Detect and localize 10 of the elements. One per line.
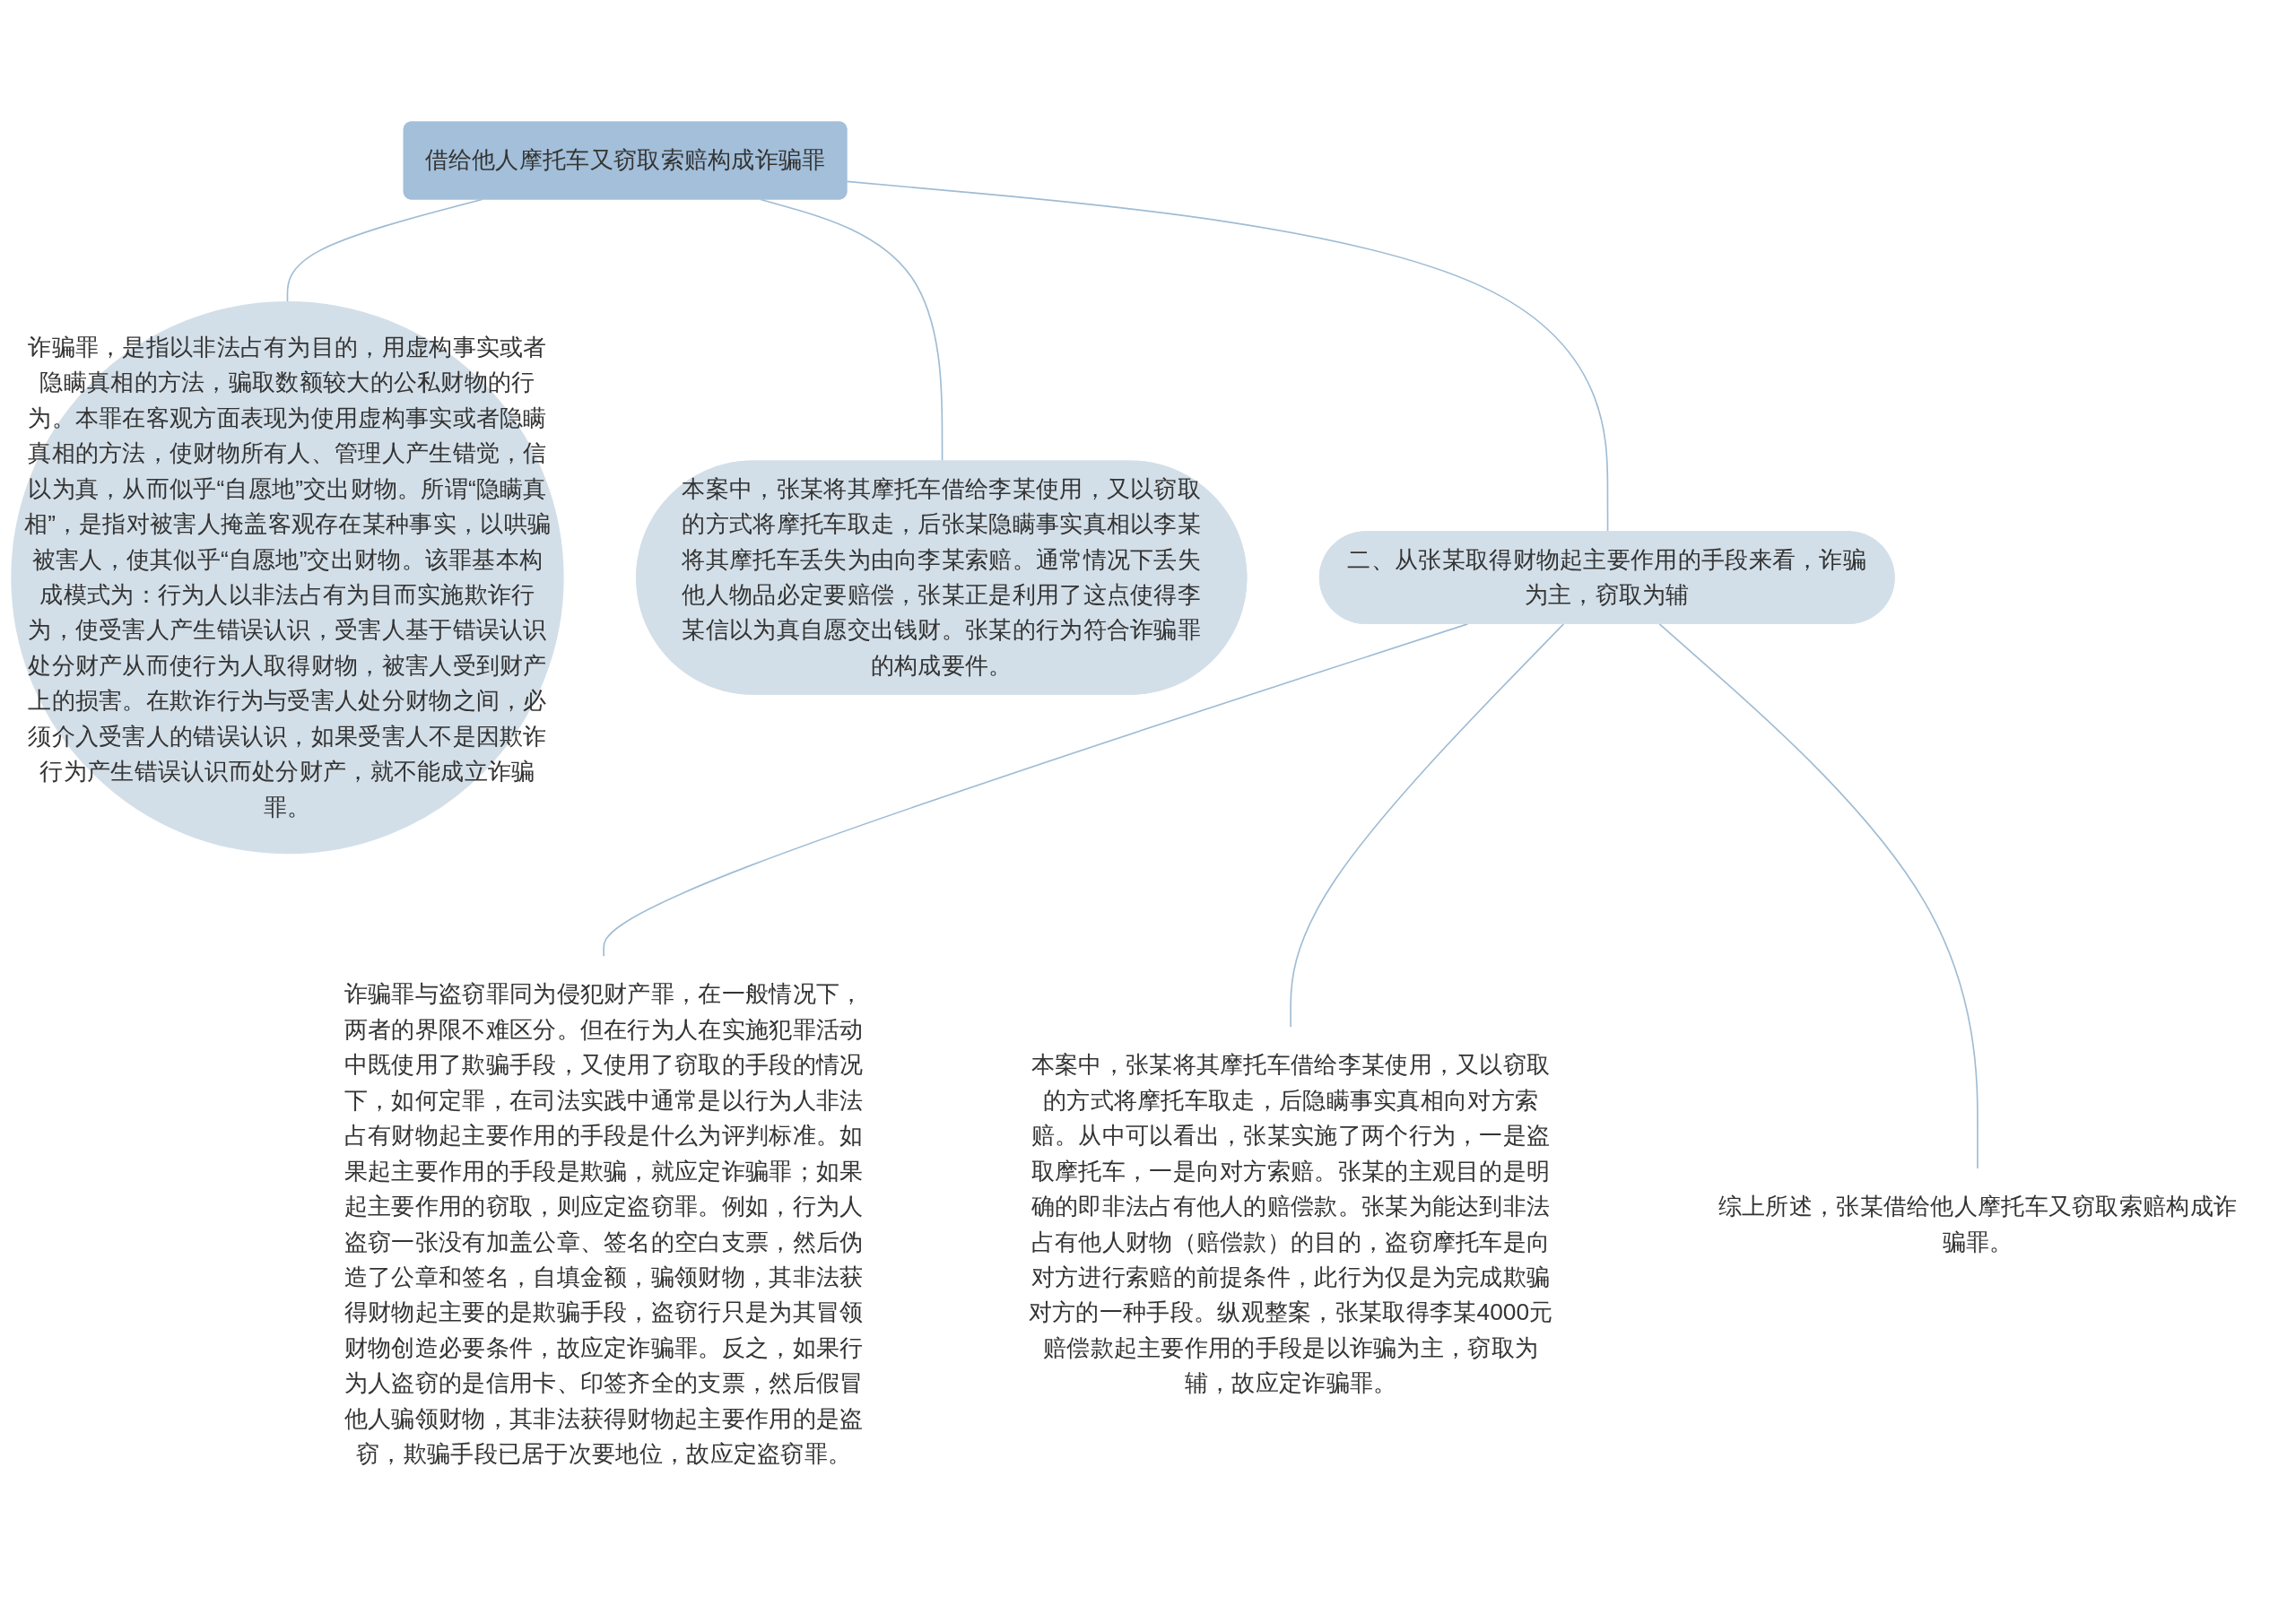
connector [846, 180, 1609, 534]
connector [760, 198, 944, 463]
connector [286, 198, 483, 303]
node-text: 本案中，张某将其摩托车借给李某使用，又以窃取的方式将摩托车取走，后隐瞒事实真相向对方索赔。从中可以看出，张某实施了两个行为，一是盗取摩托车，一是向对方索赔。张某的主观目的是明确的即非法占有他人的赔偿款。张某为能达到非法占有他人财物（赔偿款）的目的，盗窃摩托车是向对方进行索赔的前提条件，此行为仅是为完成欺骗对方的一种手段。纵观整案，张某取得李某4000元赔偿款起主要作用的手段是以诈骗为主，窃取为辅，故应定诈骗罪。 [1028, 1052, 1553, 1396]
node-text: 诈骗罪与盗窃罪同为侵犯财产罪，在一般情况下，两者的界限不难区分。但在行为人在实施犯罪活动中既使用了欺骗手段，又使用了窃取的手段的情况下，如何定罪，在司法实践中通常是以行为人非法占有财物起主要作用的手段是什么为评判标准。如果起主要作用的手段是欺骗，就应定诈骗罪；如果起主要作用的窃取，则应定盗窃罪。例如，行为人盗窃一张没有加盖公章、签名的空白支票，然后伪造了公章和签名，自填金额，骗领财物，其非法获得财物起主要的是欺骗手段，盗窃行只是为其冒领财物创造必要条件，故应定诈骗罪。反之，如果行为人盗窃的是信用卡、印签齐全的支票，然后假冒他人骗领财物，其非法获得财物起主要作用的是盗窃，欺骗手段已居于次要地位，故应定盗窃罪。 [344, 981, 864, 1467]
connector [1290, 623, 1565, 1029]
node-text: 综上所述，张某借给他人摩托车又窃取索赔构成诈骗罪。 [1718, 1194, 2238, 1255]
connector [603, 623, 1469, 958]
node-circle: 诈骗罪，是指以非法占有为目的，用虚构事实或者隐瞒真相的方法，骗取数额较大的公私财物的行为。本罪在客观方面表现为使用虚构事实或者隐瞒真相的方法，使财物所有人、管理人产生错觉，信以为真，从而似乎“自愿地”交出财物。所谓“隐瞒真相”，是指对被害人掩盖客观存在某种事实，以哄骗被害人，使其似乎“自愿地”交出财物。该罪基本构成模式为：行为人以非法占有为目而实施欺诈行为，使受害人产生错误认识，受害人基于错误认识处分财产从而使行为人取得财物，被害人受到财产上的损害。在欺诈行为与受害人处分财物之间，必须介入受害人的错误认识，如果受害人不是因欺诈行为产生错误认识而处分财产，就不能成立诈骗罪。 [11, 300, 564, 855]
connector [1658, 623, 1979, 1169]
